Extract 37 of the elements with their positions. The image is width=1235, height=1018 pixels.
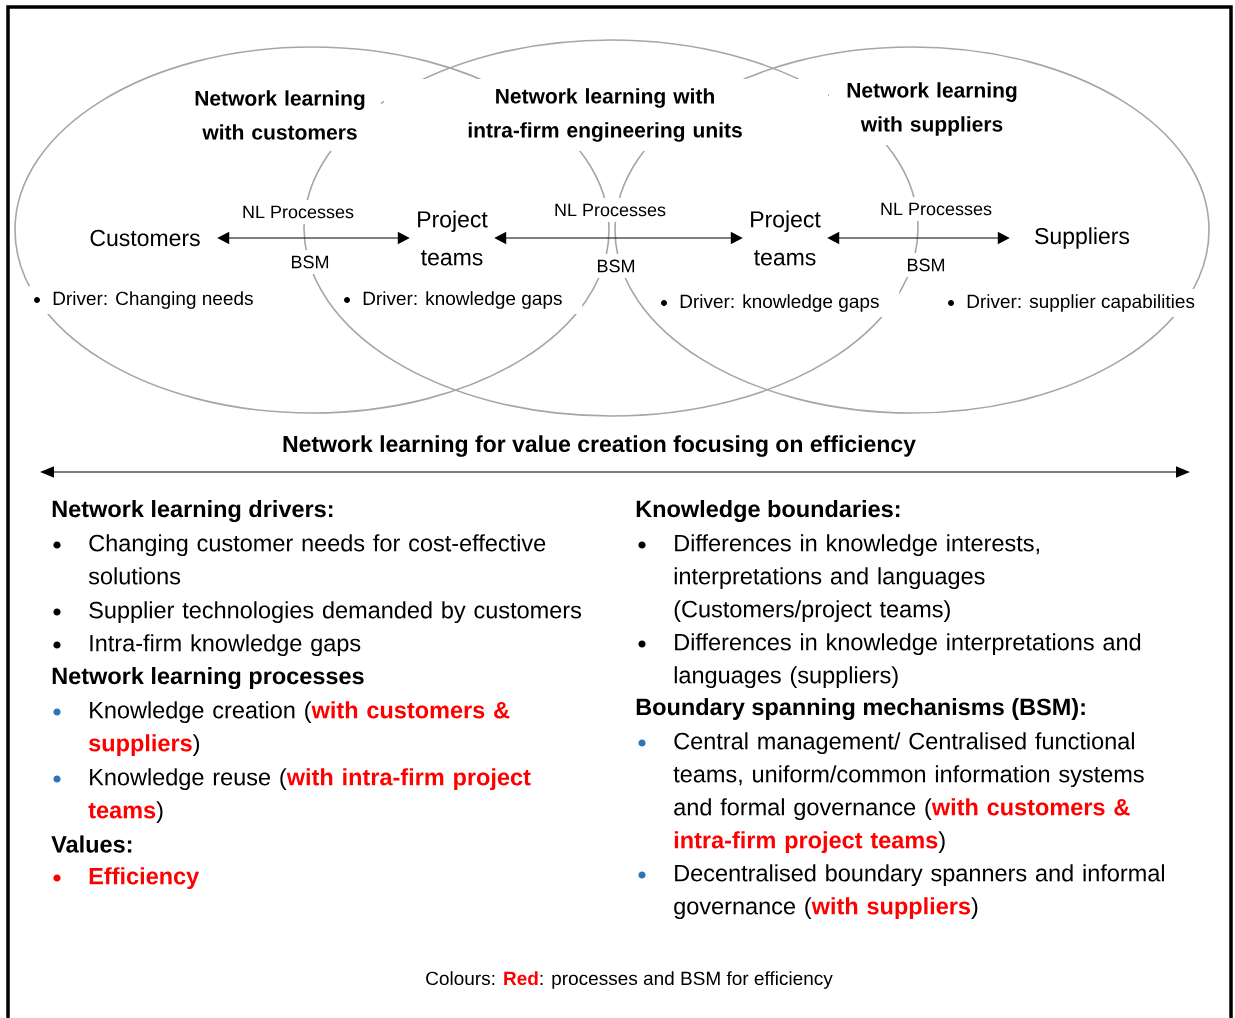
mechanism-label: BSM [908,258,945,272]
node-label: Project teams [418,210,488,266]
region-heading: Network learning with suppliers [847,82,1017,136]
region-heading: Network learning with intra-firm engineering units [468,88,742,142]
driver-bullet-text: Driver: knowledge gaps [661,294,879,312]
node-label: Project teams [751,210,821,266]
mechanism-label: BSM [598,259,635,273]
list-heading: Knowledge boundaries: [636,500,900,522]
edge-label: NL Processes [881,202,992,216]
edge-label: NL Processes [555,203,666,217]
list-heading: Values: [51,835,132,853]
bullet-item: Knowledge creation (with customers & suppliers) [53,701,510,757]
bullet-item: Differences in knowledge interpretations and languages (suppliers) [638,633,1141,689]
bullet-item: Decentralised boundary spanners and informal governance (with suppliers) [638,864,1164,920]
bullet-item: Efficiency [53,867,200,890]
list-heading: Network learning processes [52,667,364,689]
bullet-item: Central management/ Centralised functional teams, uniform/common information systems and formal governance (with customers & intra-firm project teams) [638,732,1144,854]
bullet-item: Supplier technologies demanded by customers [53,601,582,624]
list-heading: Network learning drivers: [52,500,333,522]
node-label: Customers [90,229,200,247]
node-label: Suppliers [1035,227,1130,249]
bullet-item: Knowledge reuse (with intra-firm project teams) [53,768,531,824]
caption: Colours: Red: processes and BSM for efficiency [426,971,833,989]
bullet-item: Differences in knowledge interests, interpretations and languages (Customers/project teams) [638,534,1039,623]
mechanism-label: BSM [291,255,329,269]
list-heading: Boundary spanning mechanisms (BSM): [636,698,1085,720]
section-title: Network learning for value creation focusing on efficiency [283,435,916,457]
double-arrow [217,231,410,245]
double-arrow [494,231,743,245]
double-arrow [827,231,1010,245]
driver-bullet-text: Driver: knowledge gaps [344,291,562,309]
bullet-item: Intra-firm knowledge gaps [53,634,361,657]
bullet-item: Changing customer needs for cost-effective solutions [53,534,546,585]
driver-bullet-text: Driver: Changing needs [34,291,253,309]
edge-label: NL Processes [243,205,354,219]
region-heading: Network learning with customers [195,90,365,140]
driver-bullet-text: Driver: supplier capabilities [948,294,1195,312]
